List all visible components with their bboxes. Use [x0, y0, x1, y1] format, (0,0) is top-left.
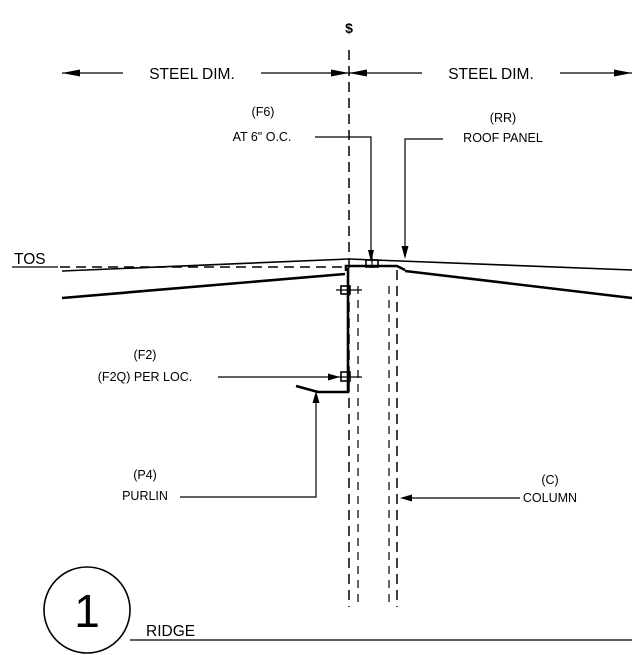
p4-callout: (P4) PURLIN	[122, 391, 320, 503]
clip-bolt-lower	[336, 371, 362, 382]
left-dim-label: STEEL DIM.	[149, 66, 235, 83]
clip-bolt-upper	[336, 285, 362, 295]
ridge-fastener	[365, 255, 379, 268]
centerline-symbol: $	[345, 20, 353, 36]
steel-dimension-line: STEEL DIM. STEEL DIM.	[62, 66, 632, 83]
c-callout: (C) COLUMN	[400, 473, 577, 505]
detail-tag: 1 RIDGE	[43, 566, 632, 654]
detail-number: 1	[74, 585, 100, 637]
column	[348, 270, 398, 607]
c-text: COLUMN	[523, 491, 577, 505]
f2-code: (F2)	[134, 348, 157, 362]
roof-sheet-right	[404, 269, 633, 300]
f2-text: (F2Q) PER LOC.	[98, 370, 192, 384]
detail-title: RIDGE	[146, 623, 195, 640]
p4-code: (P4)	[133, 468, 157, 482]
p4-text: PURLIN	[122, 489, 168, 503]
rr-callout: (RR) ROOF PANEL	[401, 111, 543, 259]
rr-text: ROOF PANEL	[463, 131, 543, 145]
f6-code: (F6)	[252, 105, 275, 119]
f6-text: AT 6" O.C.	[233, 130, 292, 144]
purlin-clip	[295, 268, 350, 394]
tos-label: TOS	[14, 251, 46, 268]
f6-callout: (F6) AT 6" O.C.	[233, 105, 374, 262]
f2-callout: (F2) (F2Q) PER LOC.	[98, 348, 340, 384]
roof-sheet-lower	[61, 272, 346, 300]
c-code: (C)	[541, 473, 558, 487]
right-dim-label: STEEL DIM.	[448, 66, 534, 83]
rr-code: (RR)	[490, 111, 516, 125]
detail-bubble	[43, 566, 131, 654]
